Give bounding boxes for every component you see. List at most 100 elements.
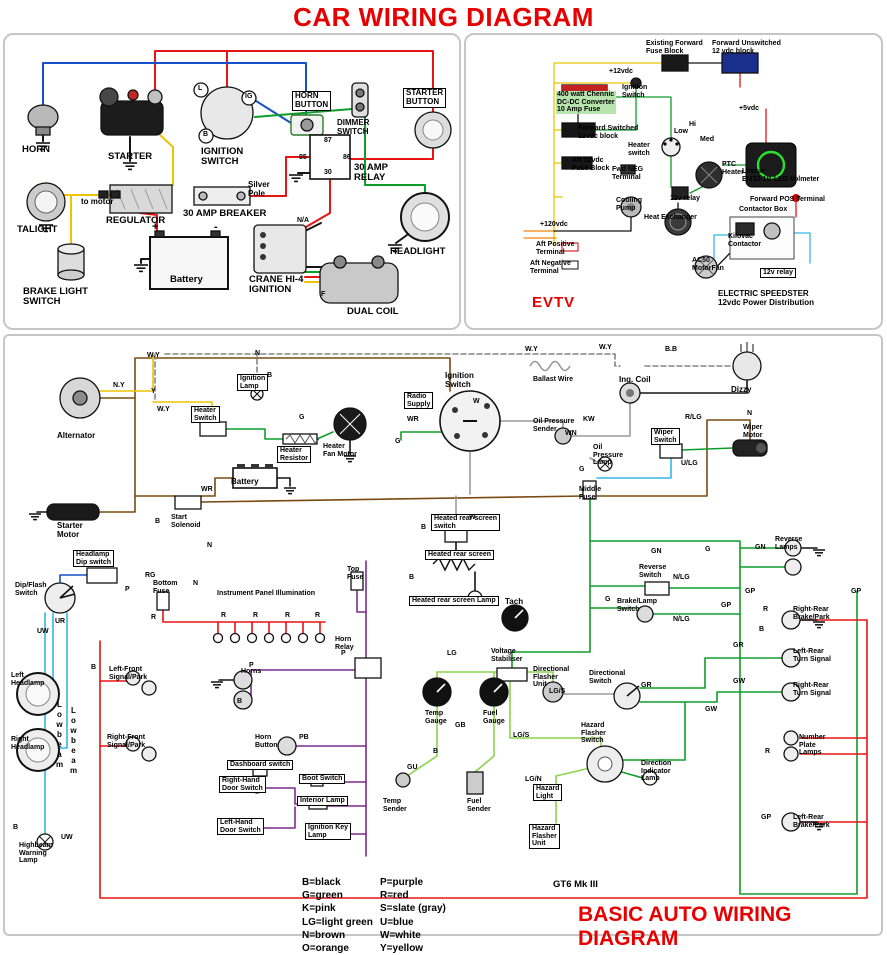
fuel-sender-label: Fuel Sender [467, 798, 491, 813]
footer-title: BASIC AUTO WIRING DIAGRAM [578, 903, 792, 950]
tach-label: Tach [505, 597, 524, 606]
wire-label: N.Y [113, 382, 125, 389]
wire-label: W [469, 514, 476, 521]
top-fuse-label: Top Fuse [347, 566, 364, 581]
wire-label: GB [455, 722, 466, 729]
wire-label: B [13, 824, 19, 831]
legend-entry: P=purple [380, 877, 424, 888]
breaker-label: 30 AMP BREAKER [183, 208, 267, 219]
wire-label: UW [37, 628, 49, 635]
wire-label: N/LG [673, 616, 690, 623]
wire-label: GN [755, 544, 766, 551]
dual-coil-label: DUAL COIL [347, 306, 399, 317]
wire-label: B [267, 372, 273, 379]
reverse-lamps-label: Reverse Lamps [775, 536, 803, 551]
wires-red [139, 50, 434, 236]
component-symbols-gt6 [16, 342, 802, 851]
kilovac-contactor-label: Kilovac Contactor [728, 233, 762, 248]
wire-label: WN [565, 430, 577, 437]
wire-label: GN [651, 548, 662, 555]
legend-entry: Y=yellow [380, 942, 424, 954]
left-rear-turn-label: Left-Rear Turn Signal [793, 648, 831, 663]
crane-ignition-label: CRANE HI-4 IGNITION [249, 274, 304, 296]
battery-label: Battery [231, 477, 259, 486]
wire-label: R [253, 612, 259, 619]
wire-label: B [759, 626, 765, 633]
wire-label: WR [407, 416, 419, 423]
battery-label: Battery [170, 274, 203, 285]
wire-label: LG/N [525, 776, 542, 783]
wire-label: B [91, 664, 97, 671]
page-title: CAR WIRING DIAGRAM [293, 2, 594, 32]
wire-label: Y [151, 388, 156, 395]
legend-entry: O=orange [302, 942, 349, 954]
wire-label: B [409, 574, 415, 581]
wire-label: B [433, 748, 439, 755]
wires-evtv [523, 62, 811, 279]
radio-supply-label: Radio Supply [404, 392, 434, 410]
wires-green [225, 428, 858, 895]
dcdc-converter-label: 400 watt Chennic DC-DC Converter 10 Amp … [556, 91, 616, 115]
wire-label: P [125, 586, 130, 593]
oil-pressure-sender-label: Oil Pressure Sender [533, 418, 575, 433]
horn-button-label: HORN BUTTON [292, 91, 332, 111]
wire-label: LG [447, 650, 457, 657]
lowbeam-label-2: Lowbeam [69, 706, 78, 776]
boot-switch-label: Boot Switch [299, 774, 346, 784]
heated-rear-screen-label: Heated rear screen [425, 550, 495, 560]
ignition-switch-label: IGNITION SWITCH [201, 146, 244, 168]
direction-indicator-lamp-label: Direction Indicator Lamp [641, 760, 672, 783]
contactor-box-label: Contactor Box [739, 206, 788, 213]
fuel-gauge-label: Fuel Gauge [483, 710, 505, 725]
voltage-stabiliser-label: Voltage Stabiliser [491, 648, 523, 663]
wire-label: G [395, 438, 401, 445]
wiring-art-basic [26, 50, 452, 304]
wire-label: N [207, 542, 213, 549]
dashboard-switch-label: Dashboard switch [227, 760, 294, 770]
ignition-key-lamp-label: Ignition Key Lamp [305, 823, 352, 841]
forward-switched-block-label: Forward Switched 12vdc block [578, 125, 639, 140]
wire-label: R [765, 748, 771, 755]
legend-entry: W=white [380, 929, 421, 941]
horns-label: Horns [241, 668, 262, 675]
start-solenoid-label: Start Solenoid [171, 514, 201, 529]
ignition-switch-label: Ignition Switch [445, 371, 474, 389]
temp-gauge-label: Temp Gauge [425, 710, 447, 725]
electric-speedster-label: ELECTRIC SPEEDSTER 12vdc Power Distribut… [718, 289, 815, 307]
wire-label: R [315, 612, 321, 619]
model-label: GT6 Mk III [553, 879, 598, 890]
middle-fuse-label: Middle Fuse [579, 486, 602, 501]
relay-label: 30 AMP RELAY [354, 162, 388, 184]
taillight-label: TALIGHT [17, 224, 58, 235]
existing-forward-fuse-block-label: Existing Forward Fuse Block [646, 40, 703, 55]
wire-label: LG/S [513, 732, 530, 739]
legend-entry: G=green [302, 890, 343, 902]
battery-plus-label: + [152, 221, 159, 233]
plus-12vdc-label: +12vdc [609, 68, 633, 75]
brake-lamp-switch-label: Brake/Lamp Switch [617, 598, 658, 613]
right-front-signal-park-label: Right-Front Signal/Park [107, 734, 146, 749]
heated-rear-screen-switch-label: Heated rear screen switch [431, 514, 501, 532]
interior-lamp-label: Interior Lamp [297, 796, 348, 806]
legend-entry: B=black [302, 877, 341, 888]
alternator-label: Alternator [57, 431, 96, 440]
brake-light-switch-label: BRAKE LIGHT SWITCH [23, 286, 88, 308]
starter-label: STARTER [108, 151, 153, 162]
wire-label: N [255, 350, 261, 357]
wire-label: G [299, 414, 305, 421]
aft-negative-terminal-label: Aft Negative Terminal [530, 260, 571, 275]
left-hand-door-switch-label: Left-Hand Door Switch [217, 818, 264, 836]
wires-black [36, 379, 818, 823]
wire-label: GR [641, 682, 652, 689]
wire-label: N [193, 580, 199, 587]
relay-12v-upper-label: 12v relay [670, 195, 700, 202]
wire-label: UW [61, 834, 73, 841]
left-rear-brake-park-label: Left-Rear Brake/Park [793, 814, 830, 829]
evtv-brand: EVTV [532, 294, 576, 311]
wire-label: W.Y [525, 346, 538, 353]
wire-label: GP [851, 588, 862, 595]
